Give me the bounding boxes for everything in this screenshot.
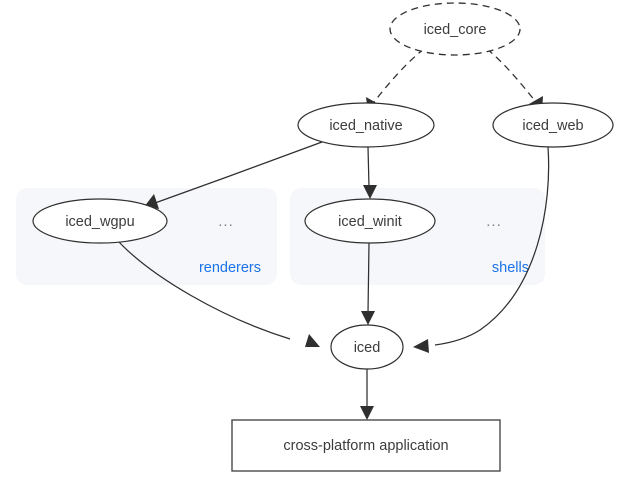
node-iced[interactable]: iced: [330, 324, 404, 370]
cluster-shells-label: shells: [492, 260, 529, 276]
edge-iced-native-to-iced-winit-arrowhead: [363, 185, 377, 199]
node-iced-web-label: iced_web: [522, 118, 583, 134]
node-iced-core[interactable]: iced_core: [389, 2, 521, 56]
edge-iced-core-to-iced-web-line: [486, 48, 536, 102]
node-iced-native-shape[interactable]: [297, 102, 435, 148]
node-iced-winit-shape[interactable]: [304, 198, 436, 244]
edge-iced-wgpu-to-iced: [117, 240, 320, 347]
edge-iced-web-to-iced-arrowhead: [413, 339, 429, 353]
node-iced-web-shape[interactable]: [492, 102, 614, 148]
node-iced-wgpu[interactable]: iced_wgpu: [32, 198, 168, 244]
edge-iced-web-to-iced: [413, 146, 550, 353]
edge-iced-winit-to-iced: [361, 242, 375, 325]
node-iced-shape[interactable]: [330, 324, 404, 370]
node-cross-platform-application[interactable]: cross-platform application: [231, 419, 501, 472]
node-iced-native[interactable]: iced_native: [297, 102, 435, 148]
edge-iced-winit-to-iced-line: [367, 242, 370, 314]
node-cross-platform-application-label: cross-platform application: [283, 438, 448, 454]
node-iced-core-label: iced_core: [424, 22, 487, 38]
edge-iced-web-to-iced-line: [434, 146, 550, 346]
node-cross-platform-application-shape[interactable]: [231, 419, 501, 472]
node-iced-web[interactable]: iced_web: [492, 102, 614, 148]
edge-iced-core-to-iced-native-line: [373, 48, 425, 103]
node-iced-wgpu-shape[interactable]: [32, 198, 168, 244]
edge-iced-core-to-iced-web: [486, 48, 543, 112]
node-iced-wgpu-label: iced_wgpu: [65, 214, 134, 230]
edge-iced-to-application-arrowhead: [360, 406, 374, 420]
node-iced-winit-label: iced_winit: [338, 214, 402, 230]
edge-iced-native-to-iced-winit-line: [367, 146, 370, 188]
edge-iced-native-to-iced-winit: [363, 146, 377, 199]
node-iced-label: iced: [354, 340, 381, 356]
renderers-more-ellipsis-icon: ...: [218, 213, 234, 230]
node-iced-winit[interactable]: iced_winit: [304, 198, 436, 244]
edge-iced-to-application: [360, 369, 374, 420]
edge-iced-wgpu-to-iced-arrowhead: [305, 334, 320, 347]
edge-iced-native-to-iced-wgpu-line: [154, 141, 323, 204]
shells-more-ellipsis-icon: ...: [486, 213, 502, 230]
edge-iced-winit-to-iced-arrowhead: [361, 311, 375, 325]
cluster-renderers-label: renderers: [199, 260, 261, 276]
node-iced-native-label: iced_native: [329, 118, 402, 134]
node-iced-core-shape[interactable]: [389, 2, 521, 56]
edge-iced-wgpu-to-iced-line: [117, 240, 291, 340]
